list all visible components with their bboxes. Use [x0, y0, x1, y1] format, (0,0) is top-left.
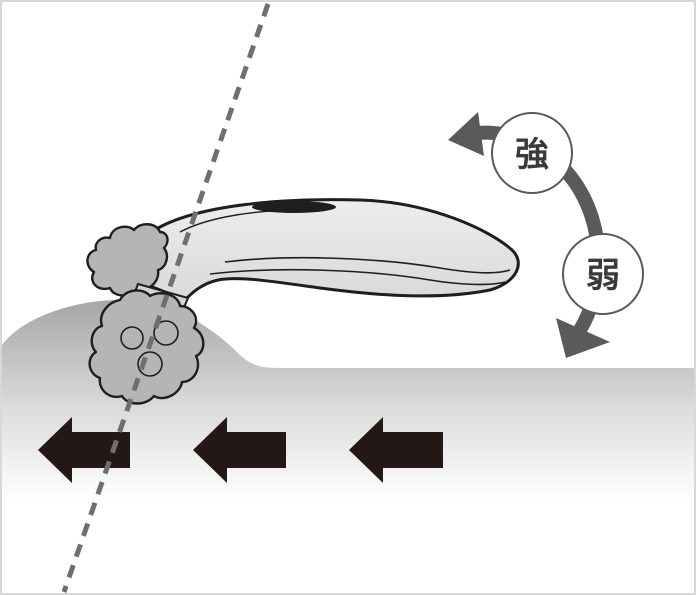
angle-dashed-line: [61, 3, 271, 593]
roller-nub: [120, 326, 144, 350]
roller-nub: [137, 351, 163, 377]
device-sensor: [252, 201, 336, 213]
upper-roller: [86, 223, 169, 297]
strong-label: 強: [515, 135, 549, 175]
arrowhead-up-left: [448, 112, 484, 156]
weak-label-circle: [562, 233, 644, 315]
weak-label: 弱: [586, 256, 620, 296]
device-contour-line: [224, 256, 511, 274]
device-body: [146, 198, 520, 302]
arrowhead-down: [556, 318, 610, 358]
left-arrow-icon: [193, 417, 286, 483]
strong-label-circle: [491, 112, 573, 194]
device-contour-line: [209, 268, 506, 286]
roller-nub: [153, 320, 179, 346]
left-arrow-icon: [349, 417, 443, 483]
